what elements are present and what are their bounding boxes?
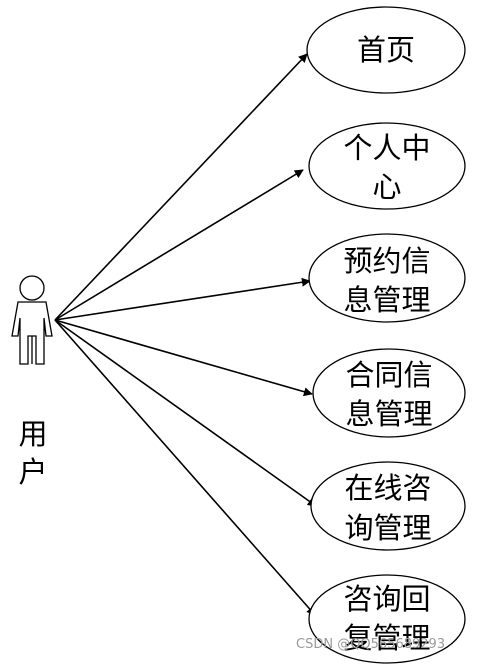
use-case-1-label: 首页 [357,33,415,67]
actor-label-line-2: 户 [18,455,47,489]
arrow-to-uc-6 [54,319,316,616]
use-case-3-label-line-2: 息管理 [343,283,430,317]
watermark: CSDN @QQ565689293 [296,637,446,652]
arrow-to-uc-3 [54,277,311,321]
use-case-4: 合同信 息管理 [312,348,466,438]
use-case-4-label-line-2: 息管理 [345,397,432,431]
use-case-5: 在线咨 询管理 [310,461,466,551]
use-case-4-label-line-1: 合同信 [345,358,432,392]
use-case-3-ellipse [308,233,466,323]
arrow-to-uc-4 [54,319,313,397]
associations [54,53,317,616]
use-case-1-ellipse [306,6,466,94]
actor-label-line-1: 用 [18,417,47,451]
actor-body [11,301,53,365]
use-case-3-label-line-1: 预约信 [343,244,430,278]
use-case-2-label-line-1: 个人中 [343,131,430,165]
use-case-2-label-line-2: 心 [372,170,401,204]
use-case-2: 个人中 心 [308,122,466,210]
use-case-2-ellipse [308,122,466,210]
use-case-5-label-line-2: 询管理 [344,511,431,545]
use-case-6-ellipse [308,574,466,664]
use-case-6-label-line-1: 咨询回 [343,582,430,616]
use-case-6-label-line-2: 复管理 [343,621,430,655]
use-case-5-ellipse [310,461,466,551]
use-case-5-label-line-1: 在线咨 [344,471,431,505]
arrow-to-uc-5 [54,319,317,507]
arrow-to-uc-2 [54,169,304,321]
use-case-3: 预约信 息管理 [308,233,466,323]
use-case-1: 首页 [306,6,466,94]
use-case-6: 咨询回 复管理 [308,574,466,664]
use-case-4-ellipse [312,348,466,438]
actor-user-icon [11,275,53,365]
actor-head [19,275,45,301]
arrow-to-uc-1 [54,53,308,321]
